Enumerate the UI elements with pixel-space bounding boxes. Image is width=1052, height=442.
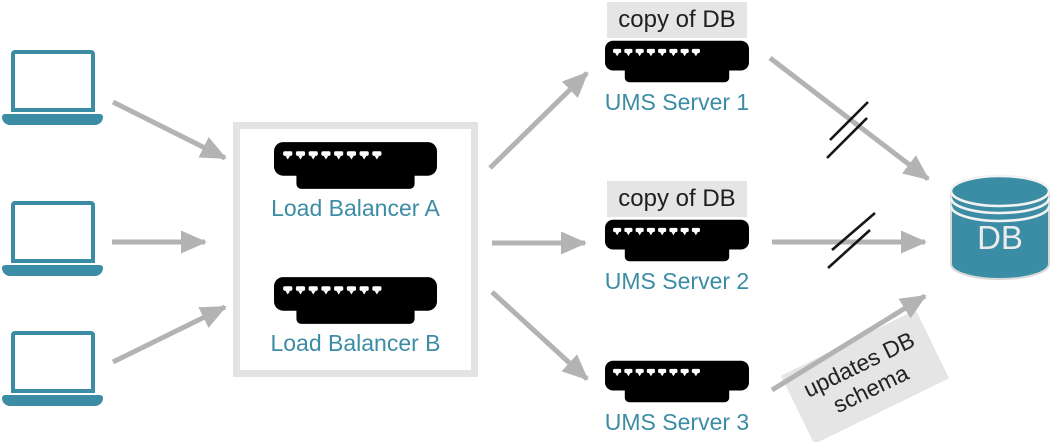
load-balancer-a-label: Load Balancer A: [271, 195, 440, 221]
arrow-lb-to-ums1: [488, 71, 589, 170]
server-icon: [605, 40, 749, 83]
broken-connection-slashes-ums2: [827, 212, 876, 269]
load-balancer-b: Load Balancer B: [270, 277, 441, 357]
updates-db-schema-label: updates DB schema: [780, 309, 950, 442]
client-laptop-2: [2, 201, 103, 276]
copy-of-db-badge: copy of DB: [607, 2, 747, 38]
ums-server-3: UMS Server 3: [601, 360, 753, 436]
database-label: DB: [977, 219, 1023, 256]
load-balancer-a: Load Balancer A: [271, 142, 440, 222]
laptop-base: [2, 265, 103, 276]
arrow-client3-to-lb: [111, 304, 227, 365]
client-laptop-3: [2, 331, 103, 406]
ums-server-1-label: UMS Server 1: [604, 89, 750, 115]
copy-of-db-badge: copy of DB: [607, 181, 747, 217]
laptop-icon: [10, 331, 95, 393]
load-balancer-box: Load Balancer A Load Balancer B: [233, 122, 478, 377]
laptop-icon: [10, 50, 95, 112]
server-icon: [274, 277, 437, 324]
arrow-lb-to-ums3: [490, 290, 589, 381]
ums-server-3-label: UMS Server 3: [604, 409, 750, 435]
broken-connection-slashes-ums1: [826, 101, 869, 159]
laptop-icon: [10, 201, 95, 263]
client-laptop-1: [2, 50, 103, 125]
ums-server-1: copy of DB UMS Server 1: [601, 2, 753, 116]
arrow-ums1-to-db: [768, 56, 930, 181]
laptop-base: [2, 395, 103, 406]
arrow-client1-to-lb: [111, 99, 227, 161]
laptop-base: [2, 114, 103, 125]
server-icon: [605, 360, 749, 403]
server-icon: [274, 142, 437, 189]
ums-server-2: copy of DB UMS Server 2: [601, 181, 753, 295]
ums-server-2-label: UMS Server 2: [604, 268, 750, 294]
load-balancer-b-label: Load Balancer B: [270, 330, 441, 356]
server-icon: [605, 219, 749, 262]
database-cylinder-icon: DB: [949, 174, 1051, 280]
database: DB: [948, 174, 1052, 287]
